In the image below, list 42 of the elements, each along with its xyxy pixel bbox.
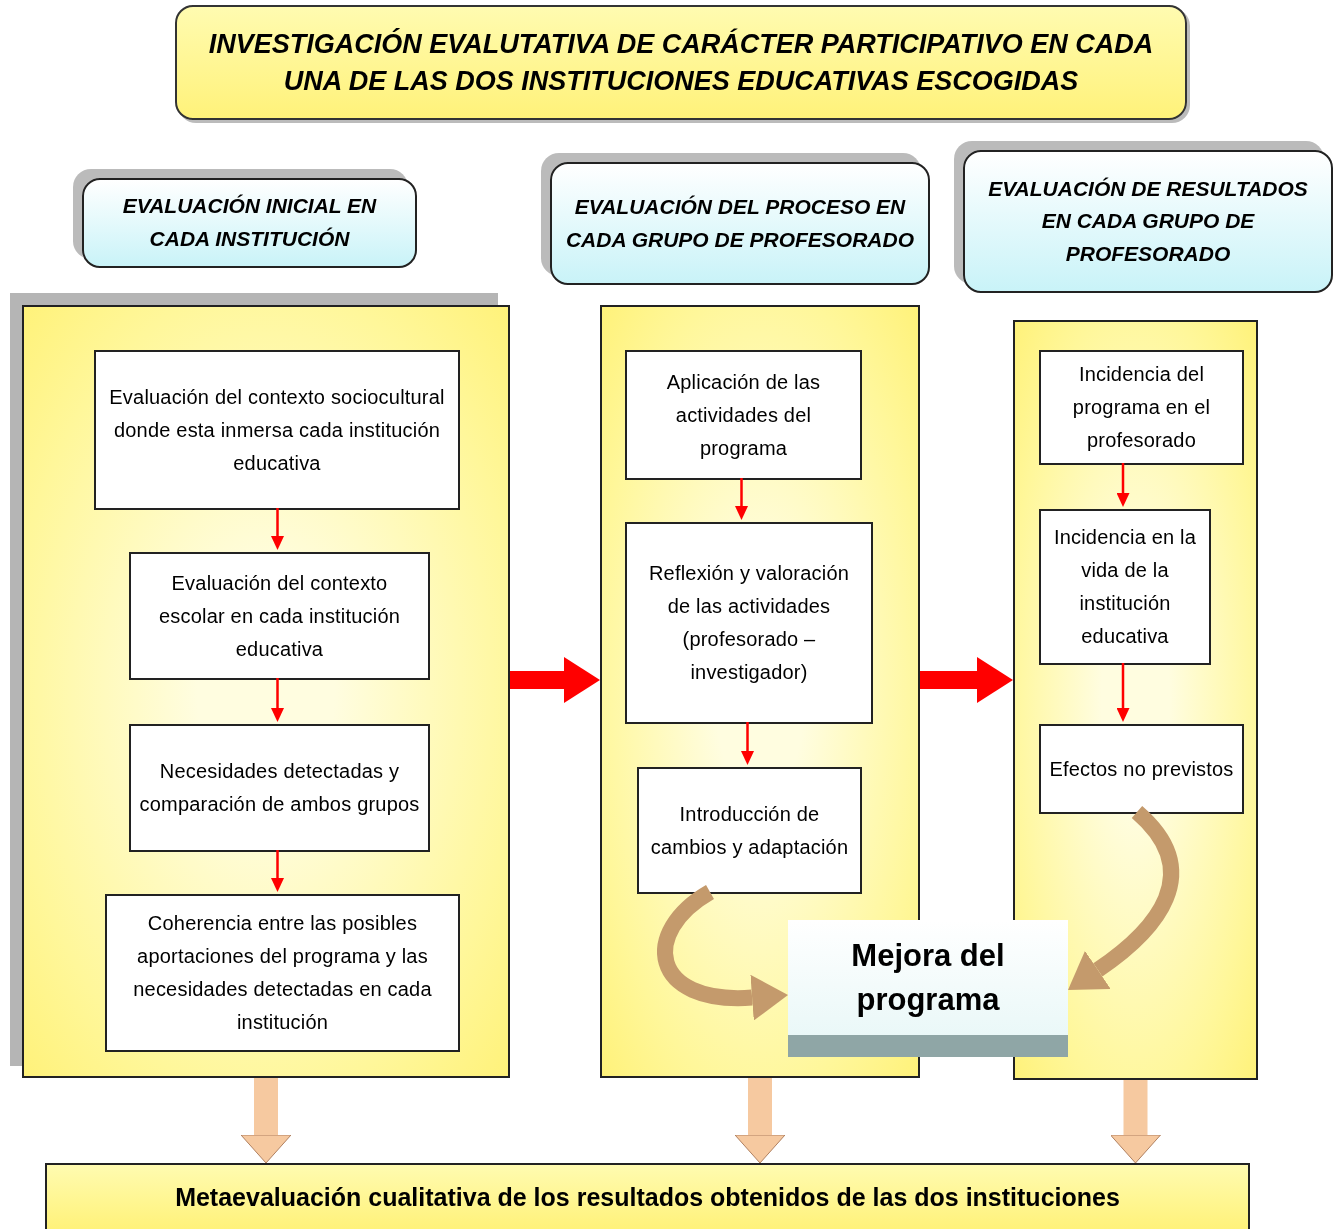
metaevaluation-box: [45, 1163, 1250, 1229]
node-text: Evaluación del contexto sociocultural donde esta inmersa cada institución educativa: [108, 384, 446, 476]
arrow: [271, 508, 284, 550]
node-text: EVALUACIÓN INICIAL EN CADA INSTITUCIÓN: [121, 193, 378, 252]
process-box: [129, 552, 430, 680]
arrow: [1116, 663, 1130, 722]
process-box: [637, 767, 862, 894]
process-box: [105, 894, 460, 1052]
improvement-box: [788, 920, 1068, 1057]
node-text: Efectos no previstos: [1048, 756, 1235, 782]
stage-panel: [1013, 320, 1258, 1080]
block-arrow: [240, 1078, 292, 1164]
arrow: [735, 478, 748, 520]
process-box: [625, 522, 873, 724]
node-text: Introducción de cambios y adaptación: [649, 801, 850, 860]
block-arrow: [510, 657, 600, 703]
block-arrow: [1110, 1080, 1161, 1164]
process-box: [1039, 350, 1244, 465]
process-box: [129, 724, 430, 852]
block-arrow: [920, 657, 1013, 703]
node-text: Necesidades detectadas y comparación de ambos grupos: [138, 759, 421, 817]
arrow: [271, 678, 284, 722]
node-text: EVALUACIÓN DEL PROCESO EN CADA GRUPO DE PROFESORADO: [564, 193, 916, 253]
process-box: [1039, 724, 1244, 814]
node-text: Reflexión y valoración de las actividades (profesorado – investigador): [647, 561, 851, 685]
node-text: Coherencia entre las posibles aportaciones del programa y las necesidades detectadas en cada institución: [132, 911, 433, 1035]
arrow: [741, 722, 754, 765]
process-box: [94, 350, 460, 510]
arrow: [1116, 463, 1130, 507]
node-text: Evaluación del contexto escolar en cada institución educativa: [157, 570, 402, 662]
title-box: [175, 5, 1187, 120]
block-arrow: [734, 1078, 786, 1164]
node-text: Aplicación de las actividades del programa: [665, 369, 822, 461]
process-box: [1039, 509, 1211, 665]
node-text: Mejora del programa: [850, 937, 1006, 1019]
node-text: EVALUACIÓN DE RESULTADOS EN CADA GRUPO DE PROFESORADO: [987, 175, 1309, 267]
node-text: Incidencia en la vida de la institución educativa: [1052, 525, 1198, 649]
node-text: Incidencia del programa en el profesorado: [1071, 362, 1212, 453]
node-text: INVESTIGACIÓN EVALUTATIVA DE CARÁCTER PARTICIPATIVO EN CADA UNA DE LAS DOS INSTITUCIONES EDUCATIVAS ESCOGIDAS: [207, 27, 1155, 98]
node-text: Metaevaluación cualitativa de los resultados obtenidos de las dos instituciones: [175, 1182, 1120, 1212]
arrow: [271, 850, 284, 892]
process-box: [625, 350, 862, 480]
